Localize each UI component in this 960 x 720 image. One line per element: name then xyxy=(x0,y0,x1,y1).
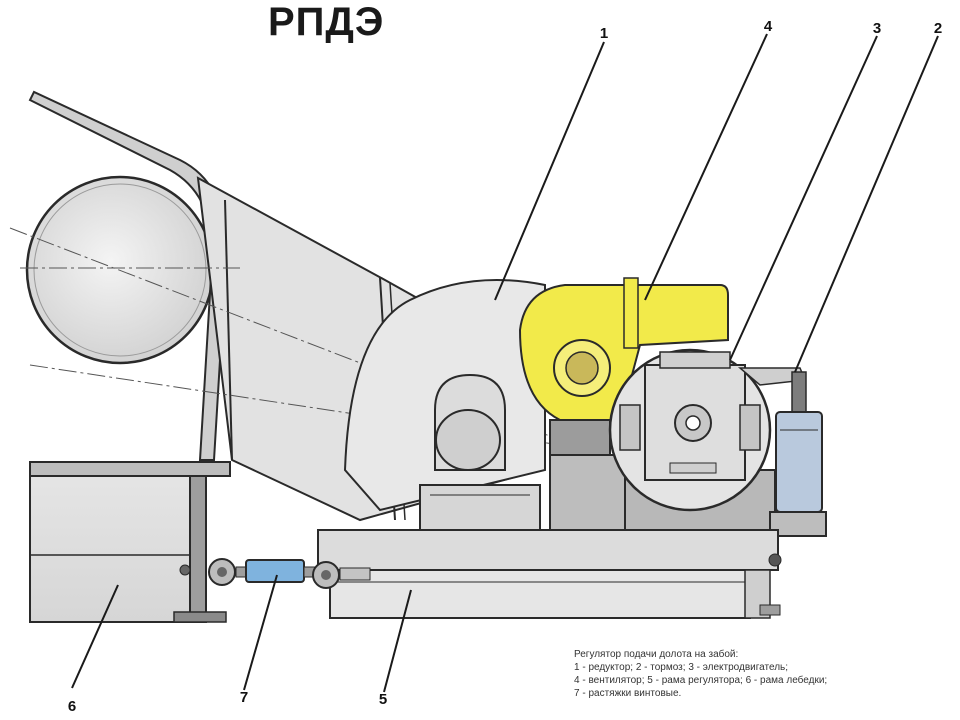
legend-heading: Регулятор подачи долота на забой: xyxy=(574,649,739,660)
brake xyxy=(737,367,827,537)
callout-6: 6 xyxy=(68,698,76,715)
legend-line: 7 - растяжки винтовые. xyxy=(574,688,682,699)
callout-7: 7 xyxy=(240,689,248,706)
callout-1: 1 xyxy=(600,25,608,42)
electric-motor xyxy=(608,348,772,512)
leader-lines xyxy=(71,33,939,693)
callout-3: 3 xyxy=(873,20,881,37)
callout-2: 2 xyxy=(934,20,942,37)
legend-line: 1 - редуктор; 2 - тормоз; 3 - электродви… xyxy=(574,662,789,673)
screw-turnbuckle xyxy=(179,558,371,589)
callout-5: 5 xyxy=(379,691,387,708)
legend: Регулятор подачи долота на забой: 1 - ре… xyxy=(574,648,827,700)
callout-4: 4 xyxy=(764,18,773,35)
legend-line: 4 - вентилятор; 5 - рама регулятора; 6 -… xyxy=(574,675,828,686)
reducer xyxy=(343,279,546,531)
diagram-title: РПДЭ xyxy=(268,0,385,44)
regulator-frame xyxy=(317,529,782,619)
winch-frame xyxy=(29,461,231,623)
